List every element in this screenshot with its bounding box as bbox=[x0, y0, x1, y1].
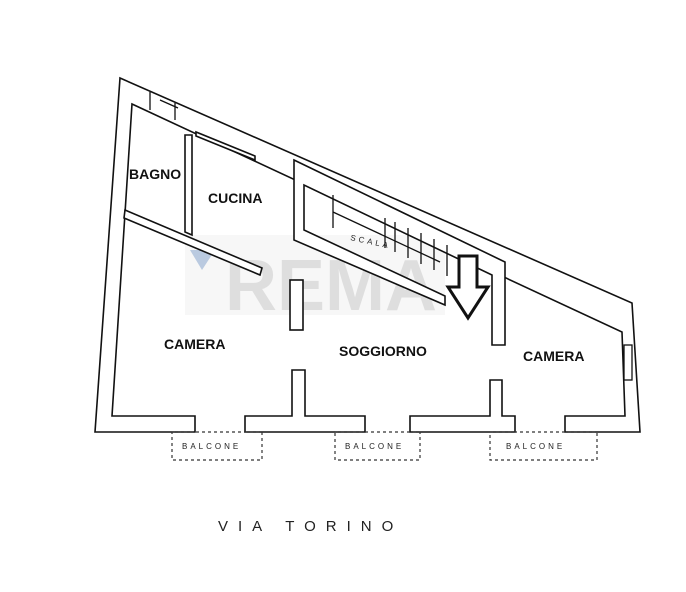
partition-wall bbox=[195, 130, 256, 162]
window bbox=[623, 344, 633, 381]
arrow-down-icon bbox=[445, 254, 491, 321]
room-label-camera-left: CAMERA bbox=[164, 336, 225, 352]
wall-segment bbox=[244, 369, 366, 433]
stair-steps bbox=[332, 195, 448, 276]
window bbox=[149, 92, 179, 120]
balcony-label: BALCONE bbox=[182, 442, 241, 451]
balcony bbox=[171, 431, 263, 461]
stair-wall bbox=[293, 158, 506, 346]
room-label-bagno: BAGNO bbox=[129, 166, 181, 182]
partition-wall bbox=[289, 279, 304, 331]
outer-wall bbox=[94, 76, 641, 433]
balcony-label: BALCONE bbox=[345, 442, 404, 451]
room-label-soggiorno: SOGGIORNO bbox=[339, 343, 427, 359]
partition-wall bbox=[123, 208, 263, 277]
balcony bbox=[489, 431, 598, 461]
room-label-camera-right: CAMERA bbox=[523, 348, 584, 364]
street-label: VIA TORINO bbox=[218, 518, 403, 535]
room-label-cucina: CUCINA bbox=[208, 190, 262, 206]
balcony-label: BALCONE bbox=[506, 442, 565, 451]
balcony bbox=[334, 431, 421, 461]
partition-wall bbox=[184, 134, 193, 237]
wall-segment bbox=[409, 379, 516, 433]
